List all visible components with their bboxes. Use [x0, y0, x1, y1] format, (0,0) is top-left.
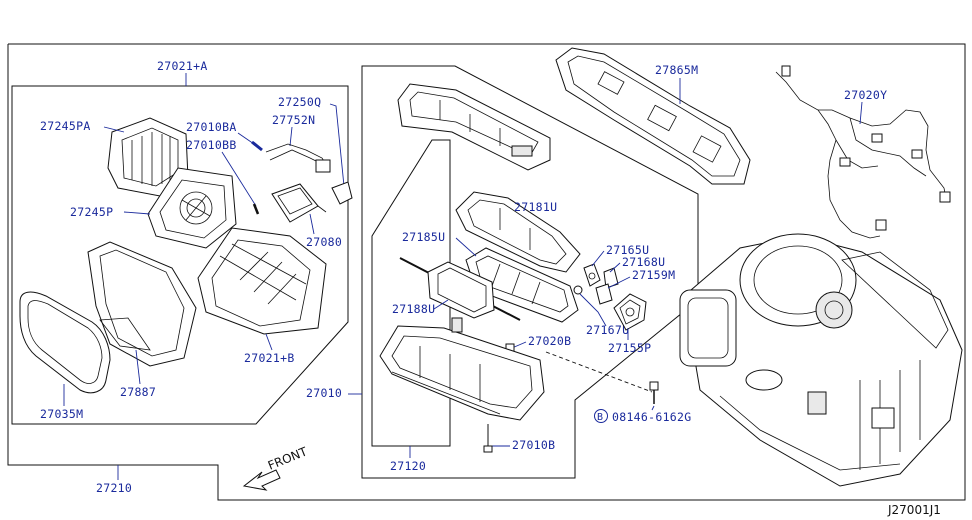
ac-unit-assembly — [679, 233, 963, 487]
filter-housing-27245p — [147, 167, 237, 249]
linkage-bracket — [265, 143, 353, 205]
label-27165u[interactable]: 27165U — [606, 243, 649, 257]
screw-27010b-icon — [483, 424, 493, 453]
filter-cover-27245pa — [107, 117, 189, 197]
seal-27035m — [19, 291, 111, 394]
label-27188u[interactable]: 27188U — [392, 302, 435, 316]
upper-housing — [397, 83, 551, 171]
label-27010ba[interactable]: 27010BA — [186, 120, 237, 134]
label-27210[interactable]: 27210 — [96, 481, 132, 495]
lower-tray-27120 — [379, 317, 545, 421]
label-27020y[interactable]: 27020Y — [844, 88, 887, 102]
label-27155p[interactable]: 27155P — [608, 341, 651, 355]
front-direction-label: FRONT — [266, 444, 310, 473]
front-arrow-icon — [242, 469, 281, 491]
duct-27887 — [87, 241, 197, 367]
leader-27887 — [135, 349, 141, 385]
leader-27250q — [329, 103, 345, 187]
screw-icon — [251, 140, 263, 215]
label-27245pa[interactable]: 27245PA — [40, 119, 91, 133]
label-27250q[interactable]: 27250Q — [278, 95, 321, 109]
label-27021-b[interactable]: 27021+B — [244, 351, 295, 365]
label-27865m[interactable]: 27865M — [655, 63, 698, 77]
blower-case-27021b — [197, 227, 327, 335]
leader-27185u — [455, 237, 477, 257]
label-27010b[interactable]: 27010B — [512, 438, 555, 452]
leader-27080 — [309, 213, 315, 235]
leader-27168u — [609, 262, 621, 273]
leader-27245pa — [103, 126, 125, 133]
leader-27010ba — [237, 132, 255, 145]
harness-27020y — [775, 65, 951, 239]
left-group-frame — [11, 85, 349, 425]
door-27181u — [455, 191, 581, 273]
bolt-icon — [649, 381, 659, 404]
label-27159m[interactable]: 27159M — [632, 268, 675, 282]
label-27035m[interactable]: 27035M — [40, 407, 83, 421]
resistor-27080 — [271, 183, 327, 223]
link-27159m — [595, 283, 613, 305]
label-08146-6162g[interactable]: 08146-6162G — [612, 410, 691, 424]
link-lever-27165u — [583, 263, 601, 287]
leader-27021-b — [265, 333, 273, 351]
label-27021-a[interactable]: 27021+A — [157, 59, 208, 73]
leader-27159m — [607, 276, 631, 289]
label-27181u[interactable]: 27181U — [514, 200, 557, 214]
leader-27245p — [123, 211, 151, 215]
outer-frame — [7, 43, 966, 501]
label-27020b[interactable]: 27020B — [528, 334, 571, 348]
label-27168u[interactable]: 27168U — [622, 255, 665, 269]
leader-27020y — [859, 101, 863, 125]
label-27185u[interactable]: 27185U — [402, 230, 445, 244]
clip-27167u — [573, 285, 583, 295]
leader-08146-6162g — [651, 405, 655, 411]
bolt-symbol-letter: B — [597, 412, 603, 423]
bolt-symbol-circle — [594, 409, 608, 423]
door-27188u — [399, 257, 521, 321]
label-27167u[interactable]: 27167U — [586, 323, 629, 337]
link-27168u — [603, 267, 619, 289]
bolt-dashed-line — [545, 351, 653, 393]
center-group-frame — [361, 65, 699, 479]
leader-27188u — [433, 299, 449, 310]
label-27010[interactable]: 27010 — [306, 386, 342, 400]
label-27080[interactable]: 27080 — [306, 235, 342, 249]
leader-27752n — [289, 126, 293, 147]
leader-27165u — [591, 250, 605, 267]
label-27120[interactable]: 27120 — [390, 459, 426, 473]
label-27752n[interactable]: 27752N — [272, 113, 315, 127]
label-27010bb[interactable]: 27010BB — [186, 138, 237, 152]
diagram-code: J27001J1 — [887, 503, 941, 517]
leader-27010bb — [221, 151, 257, 207]
label-27887[interactable]: 27887 — [120, 385, 156, 399]
actuator-27155p — [613, 293, 647, 331]
duct-27865m — [555, 47, 751, 185]
leader-27167u — [579, 293, 607, 327]
label-27245p[interactable]: 27245P — [70, 205, 113, 219]
